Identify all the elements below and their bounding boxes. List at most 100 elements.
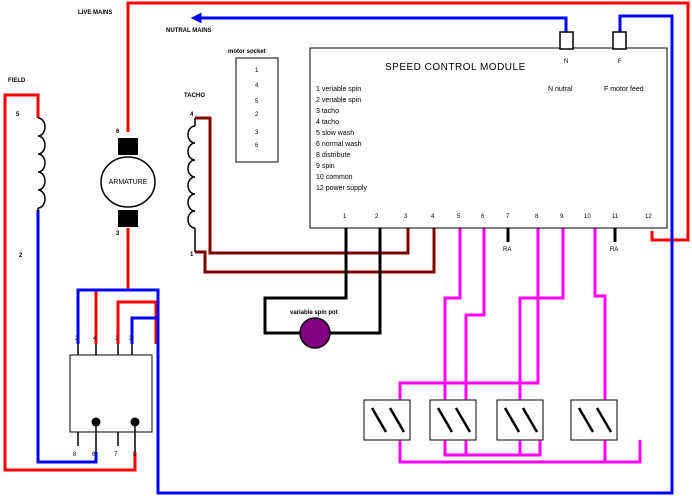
relay-pin-top: 2 — [75, 336, 79, 342]
terminal-number: 10 — [584, 214, 591, 220]
relay-pin-top: 1 — [115, 336, 119, 342]
common-mid-wire — [443, 440, 542, 457]
reversing-relay: 2 4 1 3 8 6 7 5 — [69, 336, 153, 458]
function-line: 1 veriable spin — [316, 86, 361, 93]
terminal-number: 6 — [481, 214, 485, 220]
relay-pin-bottom: 8 — [73, 452, 77, 458]
terminal-5-wire — [443, 228, 462, 400]
function-line: 10 common — [316, 174, 353, 181]
relay-pin-bottom: 6 — [92, 452, 96, 458]
field-pin-top: 5 — [16, 112, 20, 118]
tacho-coil: TACHO 4 1 — [184, 93, 205, 258]
terminal-10-wire — [593, 228, 607, 400]
ra-label: RA — [503, 247, 511, 253]
field-top-wire — [3, 93, 137, 472]
ra-label: RA — [610, 247, 618, 253]
relay-contact-dot — [91, 417, 101, 427]
module-n-desc: N nutral — [548, 86, 573, 93]
function-line: 5 slow wash — [316, 130, 354, 137]
armature-motor-icon — [100, 156, 156, 208]
tacho-wires — [195, 116, 436, 274]
armature-pin-bottom: 3 — [116, 231, 120, 237]
socket-pin: 2 — [255, 112, 259, 118]
relay-contact-dot — [130, 417, 140, 427]
armature: ARMATURE 6 3 — [100, 129, 156, 237]
pot-wires — [263, 228, 382, 335]
relay-pin-top: 3 — [129, 336, 133, 342]
function-line: 9 spin — [316, 163, 335, 170]
function-line: 6 normal wash — [316, 141, 362, 148]
motor-socket-box — [235, 57, 279, 163]
tacho-pin-bottom: 1 — [190, 252, 194, 258]
relay-pin-bottom: 7 — [114, 452, 118, 458]
relay-unit — [570, 399, 618, 441]
pot-label: variable spin pot — [290, 310, 338, 316]
armature-bottom-wire — [94, 228, 130, 344]
connector-f: F — [612, 31, 627, 65]
relay-pin-top: 4 — [93, 336, 97, 342]
socket-pin: 5 — [255, 99, 259, 105]
function-line: 3 tacho — [316, 108, 339, 115]
terminal-number: 5 — [457, 214, 461, 220]
terminal-number: 8 — [535, 214, 539, 220]
neutral-arrow — [190, 12, 202, 24]
socket-pin: 1 — [255, 68, 259, 74]
live-mains-label: LIVE MAINS — [78, 10, 112, 16]
motor-socket: motor socket 1 4 5 2 3 6 — [228, 49, 279, 163]
terminal-6-wire — [464, 228, 486, 400]
relay-pin1-wire — [116, 300, 158, 344]
motor-feed-wire — [130, 14, 674, 495]
terminal-number: 2 — [375, 214, 379, 220]
armature-brush-top — [118, 138, 138, 155]
common-return-wire — [398, 440, 642, 464]
relay-box — [69, 354, 153, 433]
terminal-number: 7 — [506, 214, 510, 220]
connector-n-label: N — [564, 59, 568, 65]
neutral-mains-label: NUTRAL MAINS — [166, 28, 212, 34]
terminal-number: 12 — [645, 214, 652, 220]
terminal-8-wire — [398, 228, 540, 400]
live-mains-wire — [126, 1, 690, 242]
motor-socket-label: motor socket — [228, 49, 266, 55]
connector-f-label: F — [618, 59, 622, 65]
armature-pin-top: 6 — [116, 129, 120, 135]
tacho-label: TACHO — [184, 93, 205, 99]
armature-label: ARMATURE — [109, 179, 148, 186]
tacho-top-wire — [195, 116, 410, 255]
relay-unit — [496, 399, 544, 441]
terminal-number: 1 — [343, 214, 347, 220]
relay-pin2-wire — [76, 288, 160, 344]
control-wires — [398, 228, 642, 464]
relay-unit — [429, 399, 477, 441]
terminal-number: 4 — [431, 214, 435, 220]
speed-control-module: SPEED CONTROL MODULE N nutral F motor fe… — [309, 47, 668, 253]
relay-pin-bottom: 5 — [133, 452, 137, 458]
field-pin-bottom: 2 — [19, 253, 23, 259]
pot-knob-icon — [299, 317, 331, 349]
socket-pin: 4 — [255, 83, 259, 89]
function-line: 2 veriable spin — [316, 97, 361, 104]
module-f-desc: F motor feed — [604, 86, 644, 93]
armature-brush-bottom — [118, 210, 138, 227]
field-label: FIELD — [8, 78, 26, 84]
module-box — [309, 47, 668, 229]
function-line: 12 power supply — [316, 185, 367, 192]
function-line: 8 distribute — [316, 152, 350, 159]
terminal-number: 3 — [404, 214, 408, 220]
module-title: SPEED CONTROL MODULE — [385, 62, 526, 73]
program-relays — [363, 399, 618, 441]
socket-pin: 6 — [255, 143, 259, 149]
terminal-number: 11 — [612, 214, 619, 220]
pot-left-wire — [263, 228, 348, 335]
tacho-coil-icon — [187, 125, 196, 229]
variable-spin-pot: variable spin pot — [290, 310, 338, 349]
neutral-feed-wire — [196, 16, 568, 33]
terminal-9-wire — [518, 228, 565, 400]
connector-n: N — [559, 31, 574, 65]
relay-unit — [363, 399, 411, 441]
terminal-number: 9 — [560, 214, 564, 220]
tacho-pin-top: 4 — [190, 112, 194, 118]
tacho-bottom-wire — [195, 228, 436, 274]
field-bottom-wire — [36, 210, 98, 464]
